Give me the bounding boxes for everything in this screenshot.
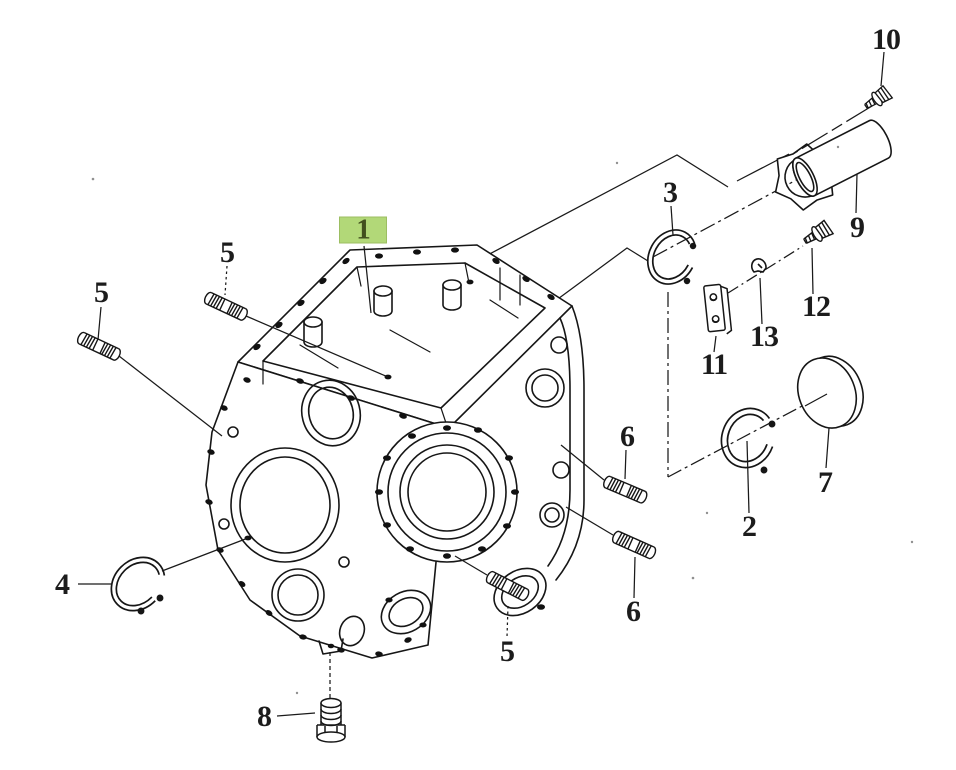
snap-ring-4 <box>110 556 166 615</box>
part-label-5[interactable]: 5 <box>220 236 235 269</box>
bolt-part-12 <box>800 219 834 249</box>
part-label-4[interactable]: 4 <box>55 568 70 601</box>
part-label-8[interactable]: 8 <box>257 700 272 733</box>
stud-part-6b <box>610 529 658 561</box>
disc-part-7 <box>796 355 864 429</box>
part-label-11[interactable]: 11 <box>700 348 728 381</box>
part-label-5[interactable]: 5 <box>94 276 109 309</box>
snap-ring-2 <box>720 407 776 474</box>
bore-bolt-holes <box>375 425 519 559</box>
part-label-6[interactable]: 6 <box>626 595 641 628</box>
part-label-2[interactable]: 2 <box>742 510 757 543</box>
scan-artifacts <box>91 145 914 695</box>
part-label-12[interactable]: 12 <box>802 290 831 323</box>
part-label-10[interactable]: 10 <box>872 23 901 56</box>
plug-part-8 <box>316 697 346 743</box>
gearbox-housing <box>205 244 585 659</box>
sleeve-part-9 <box>774 119 892 211</box>
deck-bosses <box>303 279 462 348</box>
plate-part-11 <box>703 283 733 335</box>
part-label-3[interactable]: 3 <box>663 176 678 209</box>
part-label-9[interactable]: 9 <box>850 211 865 244</box>
leader-lines <box>78 51 885 717</box>
disc-center-line <box>804 393 828 407</box>
part-label-6[interactable]: 6 <box>620 420 635 453</box>
part-label-5[interactable]: 5 <box>500 635 515 668</box>
bolt-part-10 <box>860 84 894 114</box>
part-label-1-highlighted[interactable]: 1 <box>339 215 387 244</box>
stud-part-6a <box>601 474 650 506</box>
clip-part-13 <box>750 258 767 273</box>
stud-part-5b <box>202 290 250 323</box>
part-label-13[interactable]: 13 <box>750 320 779 353</box>
part-label-7[interactable]: 7 <box>818 466 833 499</box>
snap-ring-3 <box>646 229 698 285</box>
